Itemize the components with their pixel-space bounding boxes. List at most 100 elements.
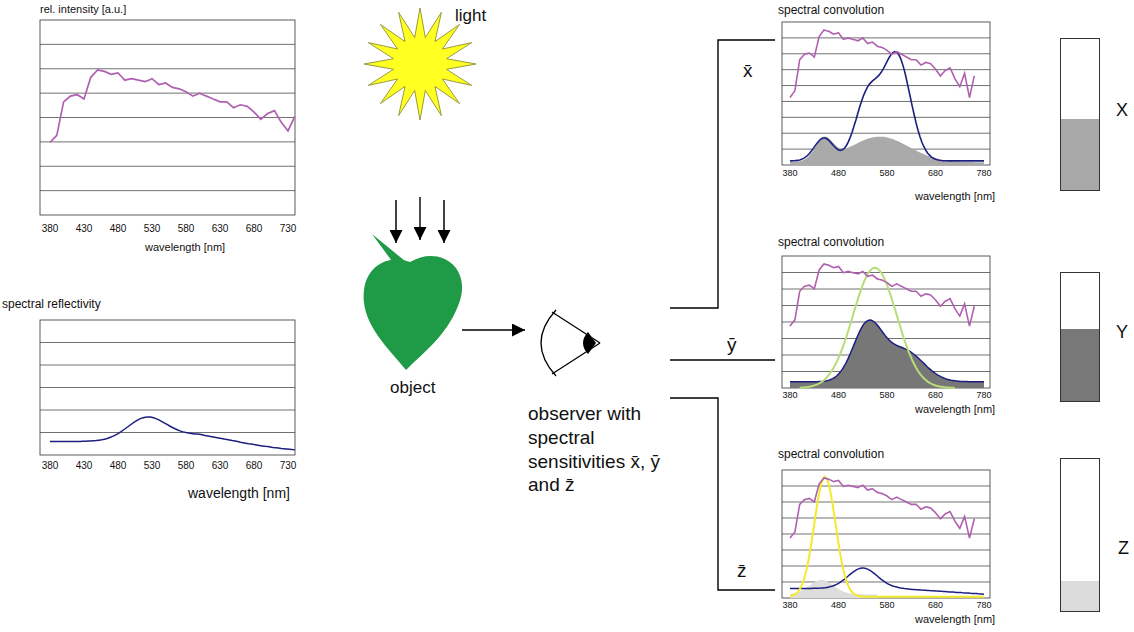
- light-source: light: [360, 2, 490, 197]
- axis-label: wavelength [nm]: [188, 485, 290, 501]
- illuminant-curve: [790, 264, 974, 326]
- bar-fill: [1061, 329, 1099, 401]
- reflectivity-curve: [50, 417, 295, 450]
- axis-tick: 480: [831, 600, 846, 610]
- axis-tick: 680: [928, 600, 943, 610]
- bar-frame: [1060, 38, 1100, 191]
- axis-tick: 780: [976, 168, 991, 178]
- chart-frame: [40, 320, 295, 455]
- axis-tick: 580: [879, 168, 894, 178]
- chart-frame: [782, 22, 990, 165]
- connector: [670, 40, 775, 308]
- tristimulus-bar: Y: [1058, 272, 1133, 404]
- axis-tick: 380: [42, 223, 59, 235]
- grid-line: [40, 68, 295, 69]
- axis-tick: 380: [782, 390, 797, 400]
- grid-line: [782, 486, 990, 487]
- connector: [419, 197, 420, 240]
- connector: [670, 398, 775, 590]
- chart-frame: [782, 256, 990, 388]
- axis-label: rel. intensity [a.u.]: [40, 3, 126, 16]
- light-ray: [443, 200, 445, 243]
- convolution-chart: spectral convolution wavelength [nm]: [775, 448, 1030, 628]
- grid-line: [40, 93, 295, 94]
- axis-tick: 780: [976, 390, 991, 400]
- node-text: observer with spectral sensitivities x̄,…: [528, 402, 663, 497]
- axis-tick: 680: [928, 168, 943, 178]
- axis-tick: 380: [782, 168, 797, 178]
- chart-frame: [782, 470, 990, 598]
- axis-tick: 680: [928, 390, 943, 400]
- convolution-chart: spectral convolution wavelength [nm]: [775, 236, 1030, 417]
- node-text: light: [455, 6, 486, 26]
- node-text: spectral convolution: [778, 4, 884, 18]
- axis-tick: 580: [879, 600, 894, 610]
- eye-lid: [552, 343, 600, 374]
- bar-fill: [1061, 581, 1099, 611]
- grid-line: [782, 117, 990, 118]
- grid-line: [782, 69, 990, 70]
- convolution-chart: spectral convolution wavelength [nm]: [775, 4, 1030, 209]
- x-sensitivity-curve: [790, 52, 984, 161]
- grid-line: [40, 342, 295, 343]
- node-text: X: [1116, 100, 1128, 121]
- grid-line: [40, 44, 295, 45]
- node-text: spectral convolution: [778, 448, 884, 462]
- chart-frame: [40, 20, 295, 215]
- observer-node: observer with spectral sensitivities x̄,…: [525, 300, 670, 545]
- bar-frame: [1060, 272, 1100, 402]
- grid-line: [40, 166, 295, 167]
- axis-tick: 380: [42, 460, 59, 472]
- grid-line: [782, 53, 990, 54]
- grid-line: [40, 141, 295, 142]
- axis-tick: 530: [144, 223, 161, 235]
- edge-label: z̄: [736, 560, 748, 582]
- grid-line: [782, 133, 990, 134]
- axis-tick: 580: [178, 460, 195, 472]
- grid-line: [40, 432, 295, 433]
- reflectivity-curve: [790, 568, 984, 594]
- convolution-area: [790, 320, 984, 388]
- z-sensitivity-curve: [790, 477, 984, 597]
- node-text: wavelength [nm]: [915, 190, 995, 203]
- connector: [670, 359, 775, 360]
- axis-tick: 480: [110, 460, 127, 472]
- axis-tick: 630: [212, 460, 229, 472]
- eye-lid: [552, 312, 600, 343]
- axis-tick: 530: [144, 460, 161, 472]
- axis-tick: 380: [782, 600, 797, 610]
- axis-tick: 480: [110, 223, 127, 235]
- node-text: wavelength [nm]: [915, 613, 995, 626]
- illuminant-curve: [50, 70, 295, 143]
- grid-line: [40, 410, 295, 411]
- illuminant-curve: [790, 478, 974, 538]
- axis-tick: 680: [246, 460, 263, 472]
- grid-line: [782, 305, 990, 306]
- eye-arc: [541, 310, 556, 376]
- grid-line: [40, 117, 295, 118]
- grid-line: [40, 387, 295, 388]
- axis-tick: 580: [879, 390, 894, 400]
- node-text: object: [390, 378, 435, 398]
- axis-tick: 680: [246, 223, 263, 235]
- y-sensitivity-curve: [800, 268, 955, 388]
- grid-line: [40, 190, 295, 191]
- leaf-shape: [364, 256, 463, 370]
- node-text: spectral convolution: [778, 236, 884, 250]
- axis-tick: 480: [831, 168, 846, 178]
- axis-label: spectral reflectivity: [2, 298, 101, 312]
- grid-line: [40, 365, 295, 366]
- node-text: Y: [1116, 322, 1128, 343]
- grid-line: [782, 101, 990, 102]
- node-text: wavelength [nm]: [915, 403, 995, 416]
- grid-line: [782, 550, 990, 551]
- grid-line: [782, 322, 990, 323]
- axis-tick: 730: [280, 460, 297, 472]
- leaf-tip: [372, 234, 405, 268]
- tristimulus-bar: X: [1058, 38, 1133, 193]
- axis-tick: 430: [76, 460, 93, 472]
- grid-line: [782, 518, 990, 519]
